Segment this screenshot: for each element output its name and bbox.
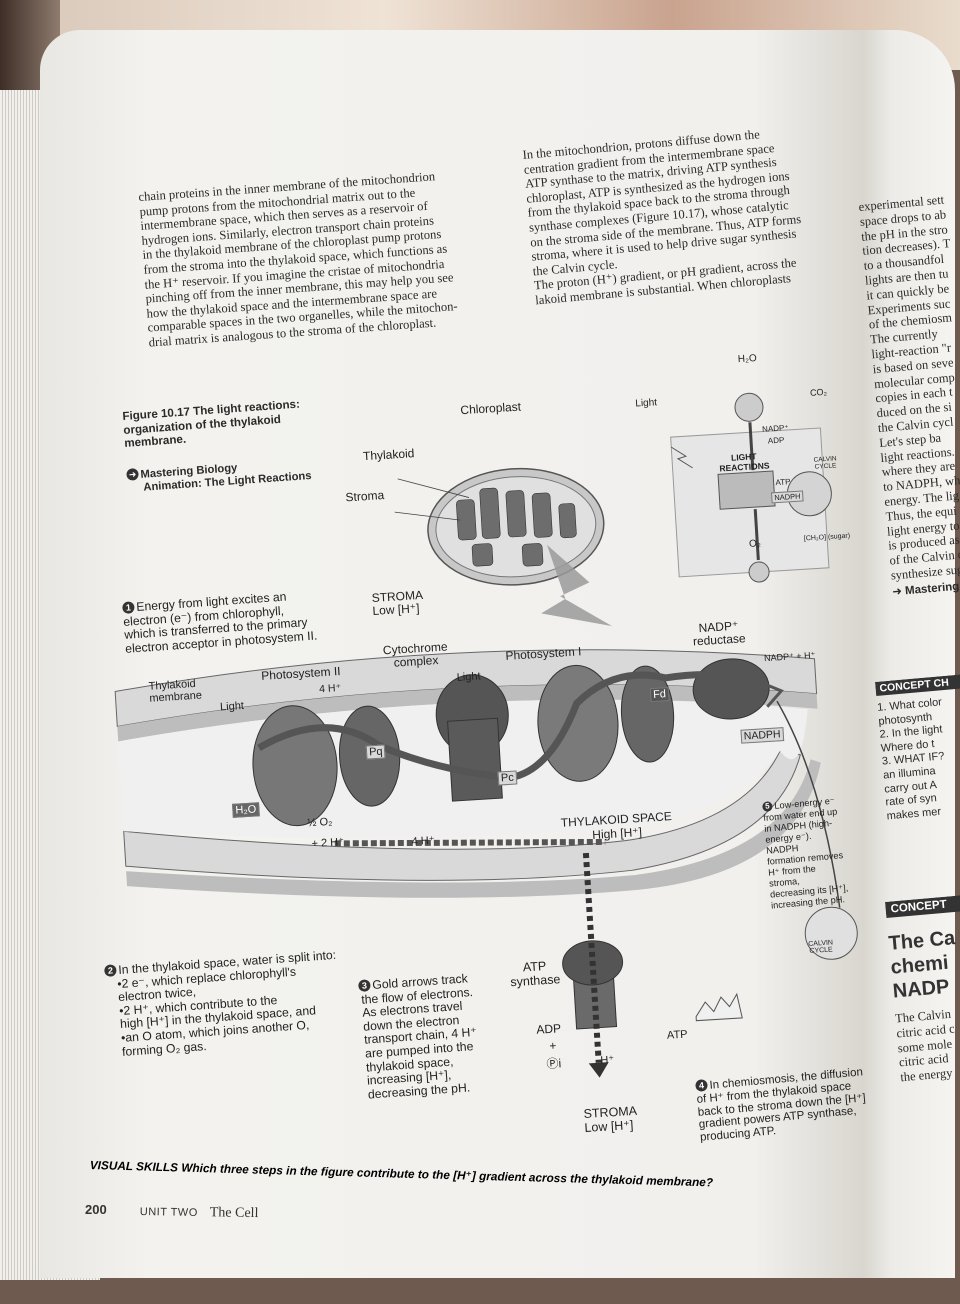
label-o2-overview: O₂ [748, 538, 762, 550]
label-nadp-overview: NADP⁺ [761, 423, 789, 434]
label-pq: Pq [365, 744, 387, 760]
overview-diagram [670, 392, 832, 583]
label-half-o2: ½ O₂ [306, 815, 333, 830]
label-light-2: Light [456, 670, 481, 684]
label-nadp-plus-h: NADP⁺ + H⁺ [763, 650, 816, 664]
label-nadph-overview: NADPH [771, 490, 804, 504]
label-atp-overview: ATP [775, 477, 791, 488]
label-co2: CO₂ [809, 386, 828, 398]
label-light-reactions: LIGHT REACTIONS [719, 451, 770, 474]
footer-unit: UNIT TWO [139, 1205, 198, 1220]
label-sugar: [CH₂O] (sugar) [803, 532, 851, 543]
label-light-1: Light [219, 699, 245, 714]
label-calvin-overview: CALVIN CYCLE [813, 455, 837, 471]
running-footer: UNIT TWO The Cell [140, 1202, 259, 1222]
label-h-plus: H⁺ [600, 1054, 615, 1067]
page-number: 200 [85, 1202, 107, 1217]
label-h2o: H₂O [232, 802, 260, 818]
label-4h-space: 4 H⁺ [411, 834, 435, 848]
label-photosystem-i: Photosystem I [505, 644, 582, 663]
label-fd: Fd [649, 687, 670, 703]
label-photosystem-ii: Photosystem II [260, 664, 341, 683]
label-pc: Pc [497, 770, 518, 786]
chloroplast-illustration [394, 467, 613, 627]
protein-complexes [252, 658, 858, 1030]
label-nadp-reductase: NADP⁺reductase [692, 618, 747, 649]
label-light-overview: Light [635, 397, 658, 410]
label-atp-bottom: ATP [666, 1028, 688, 1042]
label-stroma: Stroma [345, 488, 385, 505]
label-nadph-box: NADPH [740, 727, 784, 744]
label-h2o-overview: H₂O [737, 353, 758, 366]
label-plus: + [548, 1038, 557, 1053]
textbook-page: chain proteins in the inner membrane of … [40, 30, 960, 1278]
label-2h: + 2 H⁺ [311, 836, 345, 851]
electron-flow-arrow [257, 670, 757, 782]
label-pi: Ⓟi [546, 1056, 562, 1072]
label-thylakoid: Thylakoid [362, 446, 415, 464]
label-calvin-bottom: CALVIN CYCLE [808, 939, 834, 955]
label-chloroplast: Chloroplast [459, 399, 522, 418]
label-4h-top: 4 H⁺ [318, 682, 342, 696]
footer-unit-title: The Cell [209, 1205, 259, 1222]
label-adp-bottom: ADP [535, 1021, 562, 1037]
label-adp-overview: ADP [767, 435, 785, 446]
light-reactions-figure [114, 392, 858, 1078]
